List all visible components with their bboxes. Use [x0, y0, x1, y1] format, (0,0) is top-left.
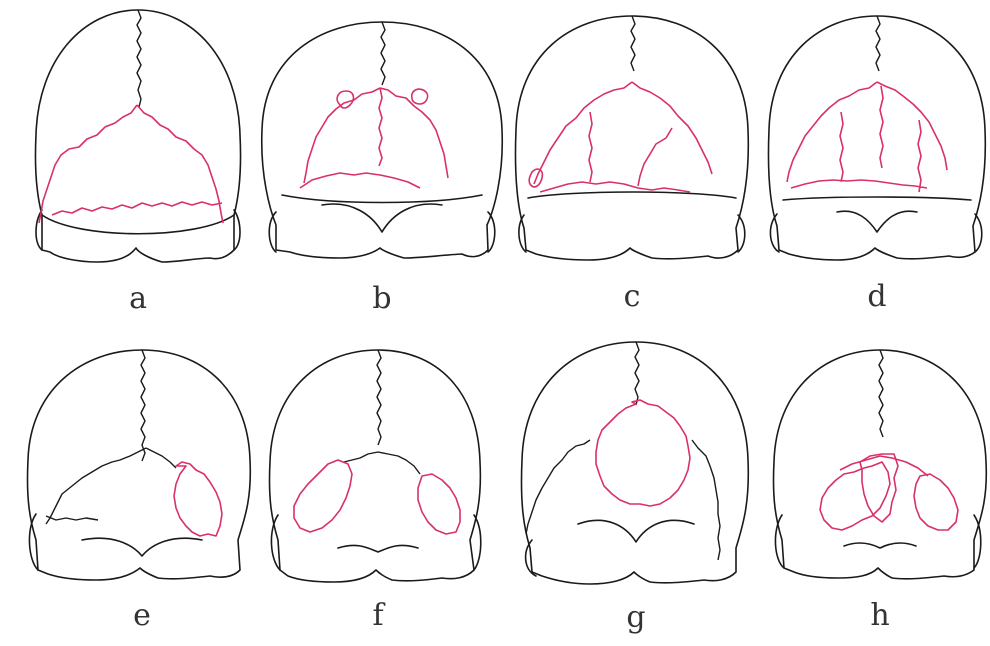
- wormian-bone: [294, 460, 352, 532]
- wormian-bone: [860, 454, 898, 522]
- panel-c: c: [515, 16, 748, 314]
- wormian-bone: [418, 474, 460, 534]
- skull-base-line: [783, 197, 971, 200]
- skull-base-line: [82, 538, 202, 556]
- right-ear: [488, 212, 495, 252]
- skull-base-line: [282, 195, 482, 203]
- panel-d: d: [768, 16, 985, 314]
- skull-outline: [515, 16, 748, 260]
- sagittal-suture: [377, 350, 381, 445]
- wormian-bone: [174, 462, 222, 536]
- panel-label: f: [372, 598, 385, 633]
- panel-a: a: [35, 10, 240, 316]
- panel-b: b: [262, 22, 503, 316]
- sagittal-suture: [879, 350, 883, 437]
- right-ear: [975, 214, 982, 252]
- wormian-bone: [337, 91, 353, 108]
- sagittal-suture: [631, 16, 635, 71]
- lambdoid-suture-left: [526, 440, 590, 534]
- skull-base-line: [42, 215, 234, 234]
- nasal-curve: [837, 211, 917, 232]
- sagittal-suture: [141, 350, 145, 461]
- skull-base-line: [528, 192, 736, 198]
- wormian-bone: [914, 474, 958, 530]
- sagittal-suture: [876, 16, 880, 71]
- panel-g: g: [521, 342, 748, 635]
- skull-base-line: [578, 520, 694, 542]
- panel-label: h: [870, 598, 889, 633]
- lambdoid-suture-right: [146, 448, 176, 468]
- wormian-bone: [596, 400, 690, 506]
- lambdoid-suture: [46, 448, 146, 524]
- panel-h: h: [773, 350, 986, 633]
- sagittal-suture: [381, 22, 385, 85]
- skull-base-line: [844, 543, 916, 548]
- wormian-bone: [412, 89, 428, 104]
- panel-f: f: [269, 350, 480, 633]
- panel-label: a: [129, 281, 147, 316]
- panel-label: c: [624, 279, 641, 314]
- lambdoid-suture: [300, 88, 448, 188]
- panel-label: b: [372, 281, 391, 316]
- panel-label: e: [133, 598, 151, 633]
- lambdoid-suture-right: [692, 440, 720, 560]
- skull-outline: [27, 350, 250, 580]
- panel-e: e: [27, 350, 250, 633]
- skull-outline: [768, 16, 985, 260]
- lambdoid-suture: [344, 452, 420, 474]
- lambdoid-suture: [39, 105, 223, 223]
- left-ear: [269, 212, 276, 252]
- skull-outline: [35, 10, 240, 262]
- nasal-curve: [322, 204, 442, 232]
- panel-label: d: [867, 279, 886, 314]
- skull-outline: [521, 342, 748, 584]
- panel-label: g: [626, 600, 645, 635]
- skull-base-line: [338, 545, 418, 552]
- lambdoid-suture: [534, 82, 712, 192]
- right-ear: [234, 210, 240, 250]
- lambdoid-suture: [787, 82, 947, 192]
- sagittal-suture: [137, 10, 141, 107]
- sagittal-suture: [635, 342, 639, 405]
- skull-outline: [269, 350, 480, 582]
